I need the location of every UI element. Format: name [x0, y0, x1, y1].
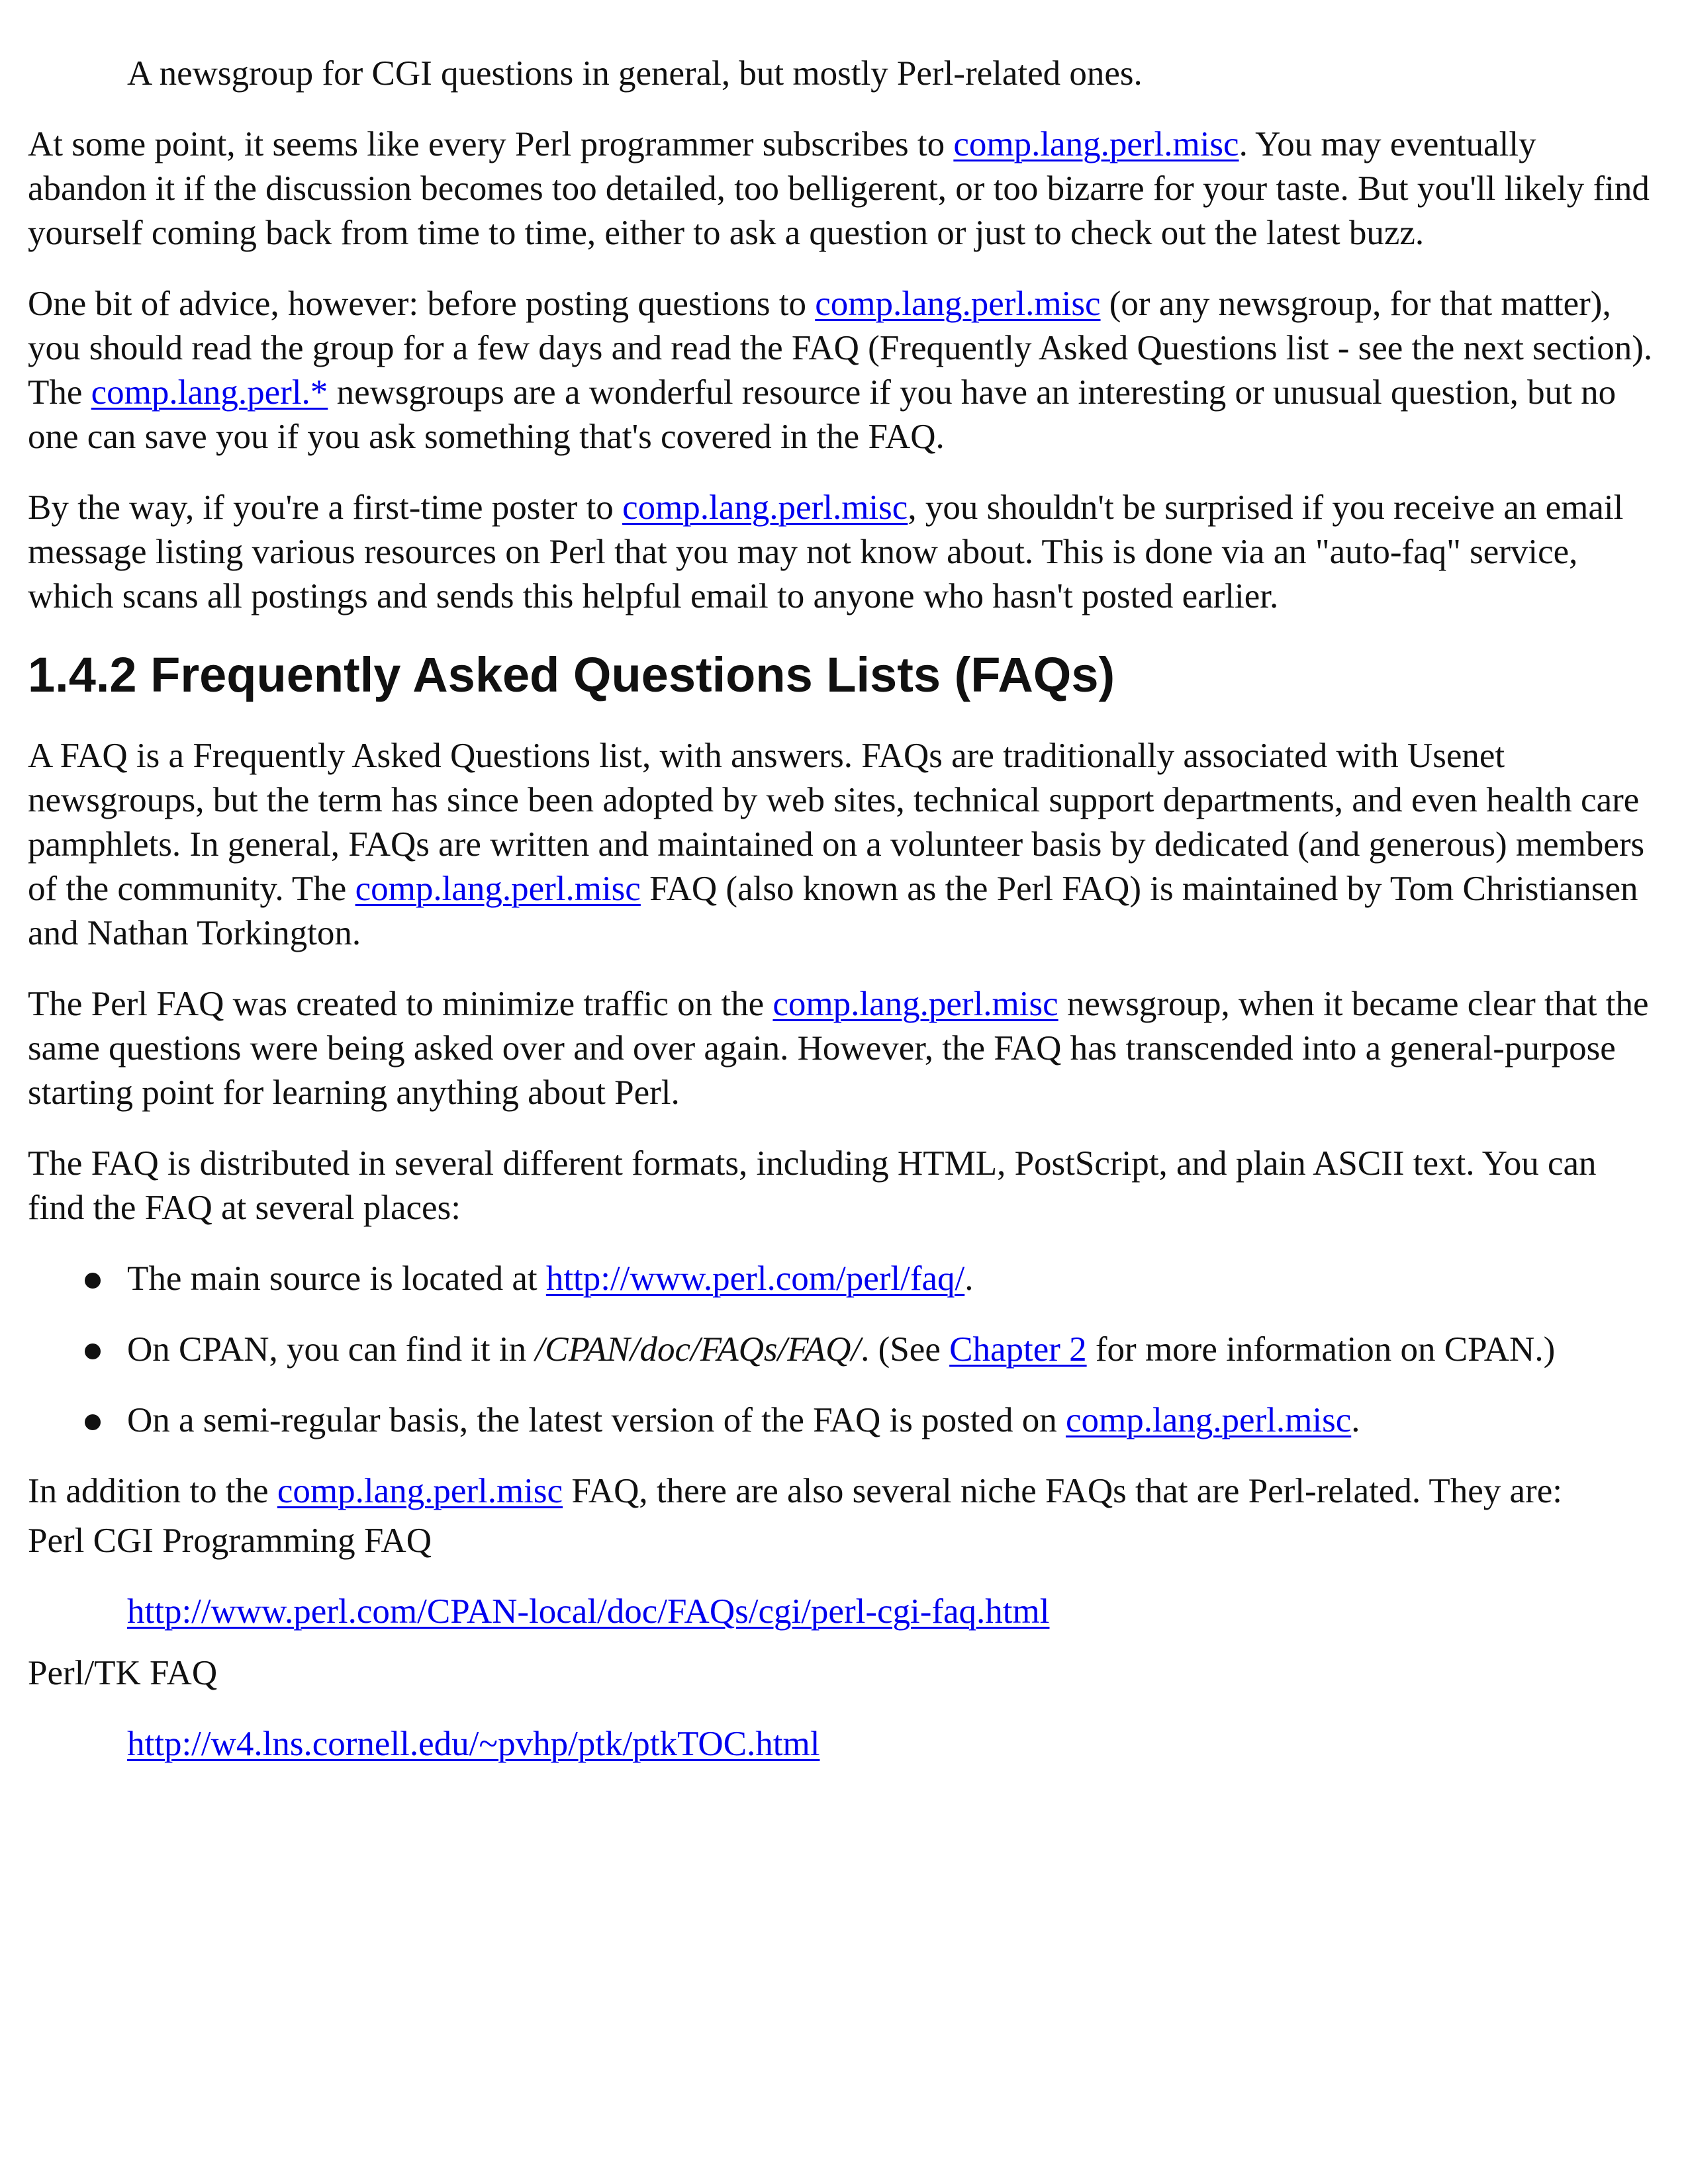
text-span: .: [1351, 1401, 1360, 1439]
text-span: A FAQ is a Frequently Asked Questions li…: [28, 737, 1645, 908]
text-span: The FAQ is distributed in several differ…: [28, 1144, 1597, 1227]
faq-url-item: http://www.perl.com/CPAN-local/doc/FAQs/…: [127, 1590, 1662, 1634]
paragraph-faq-definition: A FAQ is a Frequently Asked Questions li…: [28, 734, 1662, 956]
newsgroup-link[interactable]: comp.lang.perl.misc: [277, 1472, 563, 1510]
text-span: , you shouldn't be surprised if you rece…: [28, 488, 1624, 615]
newsgroup-link[interactable]: comp.lang.perl.misc: [953, 125, 1239, 163]
list-item: On a semi-regular basis, the latest vers…: [85, 1398, 1662, 1443]
paragraph-faq-formats: The FAQ is distributed in several differ…: [28, 1142, 1662, 1230]
text-span: .: [964, 1259, 974, 1298]
section-heading: 1.4.2 Frequently Asked Questions Lists (…: [28, 647, 1115, 702]
newsgroup-link[interactable]: comp.lang.perl.misc: [622, 488, 908, 527]
newsgroup-link[interactable]: comp.lang.perl.misc: [355, 870, 641, 908]
text-span: . You may eventually abandon it if the d…: [28, 125, 1650, 252]
text-span: In addition to the: [28, 1472, 277, 1510]
paragraph-subscribe: At some point, it seems like every Perl …: [28, 122, 1662, 255]
faq-term: Perl CGI Programming FAQ: [28, 1522, 432, 1560]
text-span: FAQ (also known as the Perl FAQ) is main…: [28, 870, 1638, 952]
text-span: The Perl FAQ was created to minimize tra…: [28, 985, 773, 1023]
text-span: FAQ, there are also several niche FAQs t…: [563, 1472, 1562, 1510]
newsgroup-link[interactable]: comp.lang.perl.misc: [773, 985, 1058, 1023]
intro-description: A newsgroup for CGI questions in general…: [127, 52, 1662, 96]
bullet-icon: [85, 1273, 101, 1289]
intro-text: A newsgroup for CGI questions in general…: [127, 54, 1143, 93]
text-span: The main source is located at: [127, 1259, 546, 1298]
text-span: On a semi-regular basis, the latest vers…: [127, 1401, 1066, 1439]
list-item: The main source is located at http://www…: [85, 1257, 1662, 1301]
bullet-icon: [85, 1343, 101, 1359]
text-span: By the way, if you're a first-time poste…: [28, 488, 623, 527]
tk-faq-link[interactable]: http://w4.lns.cornell.edu/~pvhp/ptk/ptkT…: [127, 1725, 820, 1763]
faq-url-item: http://w4.lns.cornell.edu/~pvhp/ptk/ptkT…: [127, 1722, 1662, 1766]
paragraph-advice: One bit of advice, however: before posti…: [28, 282, 1662, 459]
faq-term: Perl/TK FAQ: [28, 1654, 218, 1692]
cgi-faq-link[interactable]: http://www.perl.com/CPAN-local/doc/FAQs/…: [127, 1592, 1050, 1631]
perl-faq-url-link[interactable]: http://www.perl.com/perl/faq/: [545, 1259, 965, 1298]
newsgroup-link[interactable]: comp.lang.perl.misc: [815, 285, 1101, 323]
text-span: At some point, it seems like every Perl …: [28, 125, 954, 163]
niche-faq-list: Perl CGI Programming FAQ http://www.perl…: [28, 1519, 1662, 1766]
text-span: On CPAN, you can find it in: [127, 1330, 536, 1369]
chapter-2-link[interactable]: Chapter 2: [949, 1330, 1087, 1369]
newsgroup-wildcard-link[interactable]: comp.lang.perl.*: [91, 373, 328, 412]
text-span: newsgroup, when it became clear that the…: [28, 985, 1649, 1112]
text-span: . (See: [861, 1330, 950, 1369]
cpan-path: /CPAN/doc/FAQs/FAQ/: [535, 1330, 861, 1369]
faq-locations-list: The main source is located at http://www…: [28, 1257, 1662, 1443]
list-item: On CPAN, you can find it in /CPAN/doc/FA…: [85, 1328, 1662, 1372]
text-span: newsgroups are a wonderful resource if y…: [28, 373, 1617, 456]
text-span: for more information on CPAN.): [1086, 1330, 1556, 1369]
paragraph-niche-faqs: In addition to the comp.lang.perl.misc F…: [28, 1469, 1662, 1514]
bullet-icon: [85, 1414, 101, 1430]
paragraph-auto-faq: By the way, if you're a first-time poste…: [28, 486, 1662, 619]
text-span: One bit of advice, however: before posti…: [28, 285, 816, 323]
paragraph-faq-history: The Perl FAQ was created to minimize tra…: [28, 982, 1662, 1115]
text-span: (or any newsgroup, for that matter), you…: [28, 285, 1653, 412]
newsgroup-link[interactable]: comp.lang.perl.misc: [1065, 1401, 1352, 1439]
